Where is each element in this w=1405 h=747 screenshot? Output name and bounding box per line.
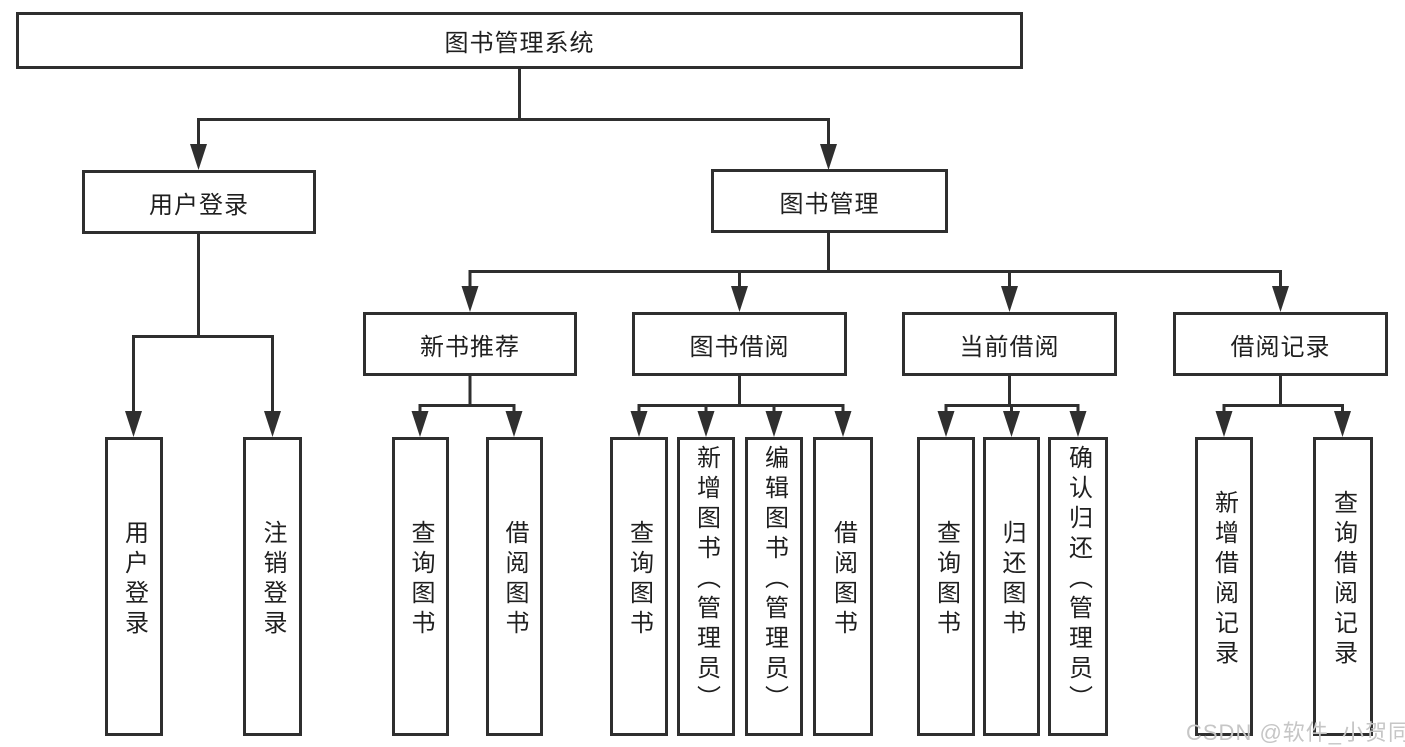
node-logout: 注销登录 [243, 437, 302, 736]
node-user-login: 用户登录 [82, 170, 316, 234]
node-query-books-borrowing: 查询图书 [610, 437, 668, 736]
node-return-books: 归还图书 [983, 437, 1040, 736]
node-borrow-books-leaf: 借阅图书 [813, 437, 873, 736]
node-query-books-recommend: 查询图书 [392, 437, 449, 736]
node-add-borrow-record: 新增借阅记录 [1195, 437, 1253, 736]
node-book-management: 图书管理 [711, 169, 948, 233]
node-edit-books-admin: 编辑图书（管理员） [745, 437, 803, 736]
node-current-borrowing: 当前借阅 [902, 312, 1117, 376]
node-library-management-system: 图书管理系统 [16, 12, 1023, 69]
node-add-books-admin: 新增图书（管理员） [677, 437, 735, 736]
node-borrow-books-recommend: 借阅图书 [486, 437, 543, 736]
node-query-books-current: 查询图书 [917, 437, 975, 736]
arrow-heads [125, 144, 1351, 437]
node-book-borrowing: 图书借阅 [632, 312, 847, 376]
watermark-text: CSDN @软件_小贺同学 [1186, 720, 1405, 745]
node-new-book-recommendation: 新书推荐 [363, 312, 577, 376]
node-confirm-return-admin: 确认归还（管理员） [1048, 437, 1108, 736]
node-query-borrow-record: 查询借阅记录 [1313, 437, 1373, 736]
node-borrowing-records: 借阅记录 [1173, 312, 1388, 376]
node-user-login-leaf: 用户登录 [105, 437, 163, 736]
connector-segments [132, 66, 1344, 415]
